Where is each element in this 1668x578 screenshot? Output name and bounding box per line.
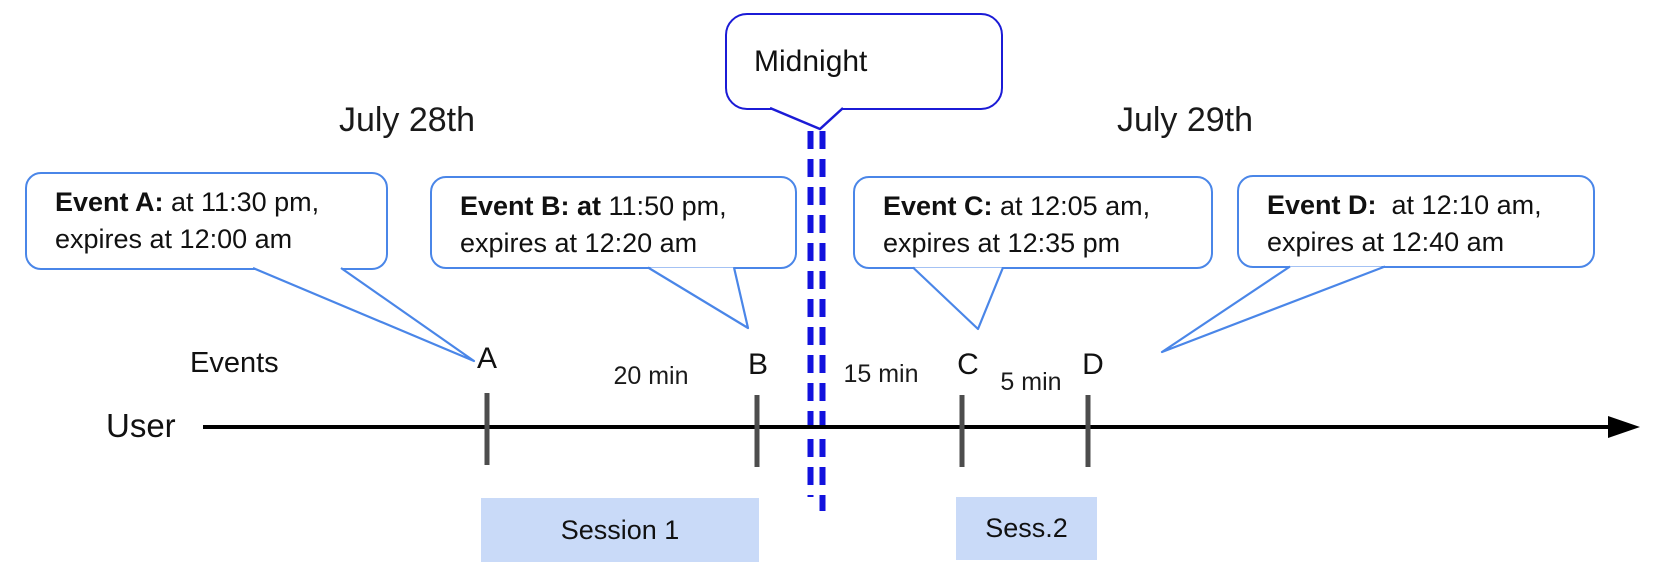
event-b-title: Event B: at bbox=[460, 191, 602, 221]
event-c-time: at 12:05 am, bbox=[992, 191, 1151, 221]
event-b-line2: expires at 12:20 am bbox=[460, 228, 698, 258]
event-c-line1: Event C: at 12:05 am, bbox=[883, 188, 1211, 225]
event-a-time: at 11:30 pm, bbox=[163, 187, 320, 217]
timeline-arrowhead-icon bbox=[1608, 416, 1640, 438]
event-d-callout: Event D: at 12:10 am, expires at 12:40 a… bbox=[1237, 175, 1595, 268]
date-label-july-28: July 28th bbox=[338, 101, 476, 139]
event-c-callout: Event C: at 12:05 am, expires at 12:35 p… bbox=[853, 176, 1213, 269]
session-2-label: Sess.2 bbox=[985, 513, 1068, 543]
event-marker-d: D bbox=[1082, 348, 1104, 381]
event-c-line2: expires at 12:35 pm bbox=[883, 228, 1121, 258]
gap-label-a-b: 20 min bbox=[613, 362, 689, 390]
event-c-title: Event C: bbox=[883, 191, 993, 221]
midnight-callout-tail bbox=[769, 106, 844, 131]
event-a-line2: expires at 12:00 am bbox=[55, 224, 293, 254]
event-d-callout-tail bbox=[1160, 265, 1386, 354]
session-1-box: Session 1 bbox=[481, 498, 759, 562]
event-a-callout-tail bbox=[252, 266, 476, 363]
session-1-label: Session 1 bbox=[560, 514, 680, 545]
midnight-label: Midnight bbox=[754, 44, 868, 78]
event-d-title: Event D: bbox=[1267, 190, 1377, 220]
event-d-time: at 12:10 am, bbox=[1376, 190, 1542, 220]
event-c-callout-tail bbox=[912, 266, 1005, 331]
event-marker-b: B bbox=[747, 348, 769, 381]
event-b-callout: Event B: at 11:50 pm, expires at 12:20 a… bbox=[430, 176, 797, 269]
event-b-line1: Event B: at 11:50 pm, bbox=[460, 188, 795, 225]
event-a-callout: Event A: at 11:30 pm, expires at 12:00 a… bbox=[25, 172, 388, 270]
event-marker-a: A bbox=[476, 342, 498, 375]
session-2-box: Sess.2 bbox=[956, 497, 1097, 560]
event-a-line1: Event A: at 11:30 pm, bbox=[55, 184, 386, 221]
midnight-callout: Midnight bbox=[725, 13, 1003, 110]
event-b-callout-tail bbox=[647, 266, 750, 330]
events-axis-label: Events bbox=[190, 347, 279, 379]
event-a-title: Event A: bbox=[55, 187, 164, 217]
event-d-line2: expires at 12:40 am bbox=[1267, 227, 1505, 257]
event-d-line1: Event D: at 12:10 am, bbox=[1267, 187, 1593, 224]
gap-label-c-d: 5 min bbox=[1000, 368, 1062, 396]
gap-label-b-c: 15 min bbox=[843, 360, 919, 388]
user-axis-label: User bbox=[106, 407, 176, 444]
date-label-july-29: July 29th bbox=[1116, 101, 1254, 139]
event-b-time: 11:50 pm, bbox=[601, 191, 727, 221]
event-marker-c: C bbox=[957, 348, 979, 381]
